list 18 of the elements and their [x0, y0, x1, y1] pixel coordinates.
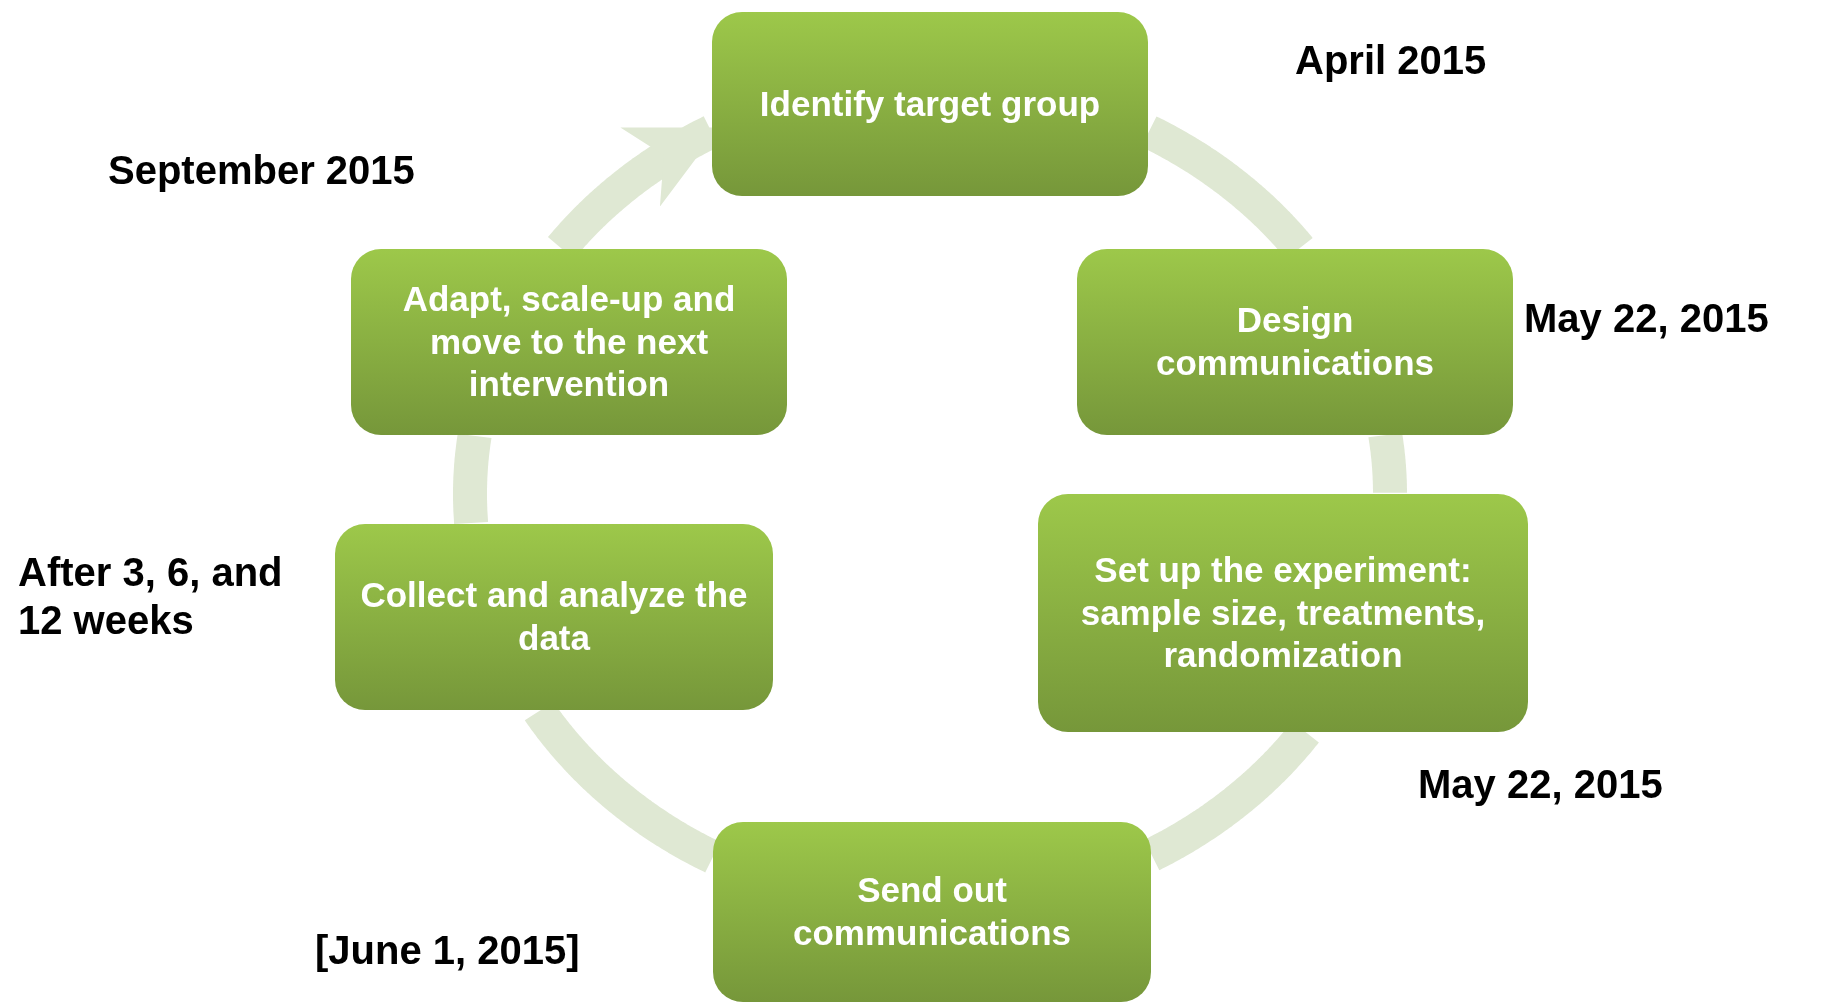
date-label: [June 1, 2015]	[315, 927, 581, 974]
step-text: Send out communications	[791, 869, 1073, 954]
step-text: Set up the experiment: sample size, treatments, randomization	[1079, 548, 1487, 677]
step-box	[712, 12, 1148, 196]
step-box	[351, 249, 787, 435]
step-text: Design communications	[1154, 299, 1436, 384]
step-box	[713, 822, 1151, 1002]
date-label: After 3, 6, and 12 weeks	[18, 549, 284, 644]
step-text: Adapt, scale-up and move to the next intervention	[401, 277, 737, 406]
step-box	[335, 524, 773, 710]
step-text: Identify target group	[759, 82, 1101, 125]
date-label: May 22, 2015	[1524, 295, 1770, 342]
step-box	[1038, 494, 1528, 732]
date-label: May 22, 2015	[1418, 761, 1664, 808]
step-box	[1077, 249, 1513, 435]
date-label: September 2015	[108, 147, 416, 194]
date-label: April 2015	[1295, 37, 1488, 84]
step-text: Collect and analyze the data	[359, 574, 749, 659]
